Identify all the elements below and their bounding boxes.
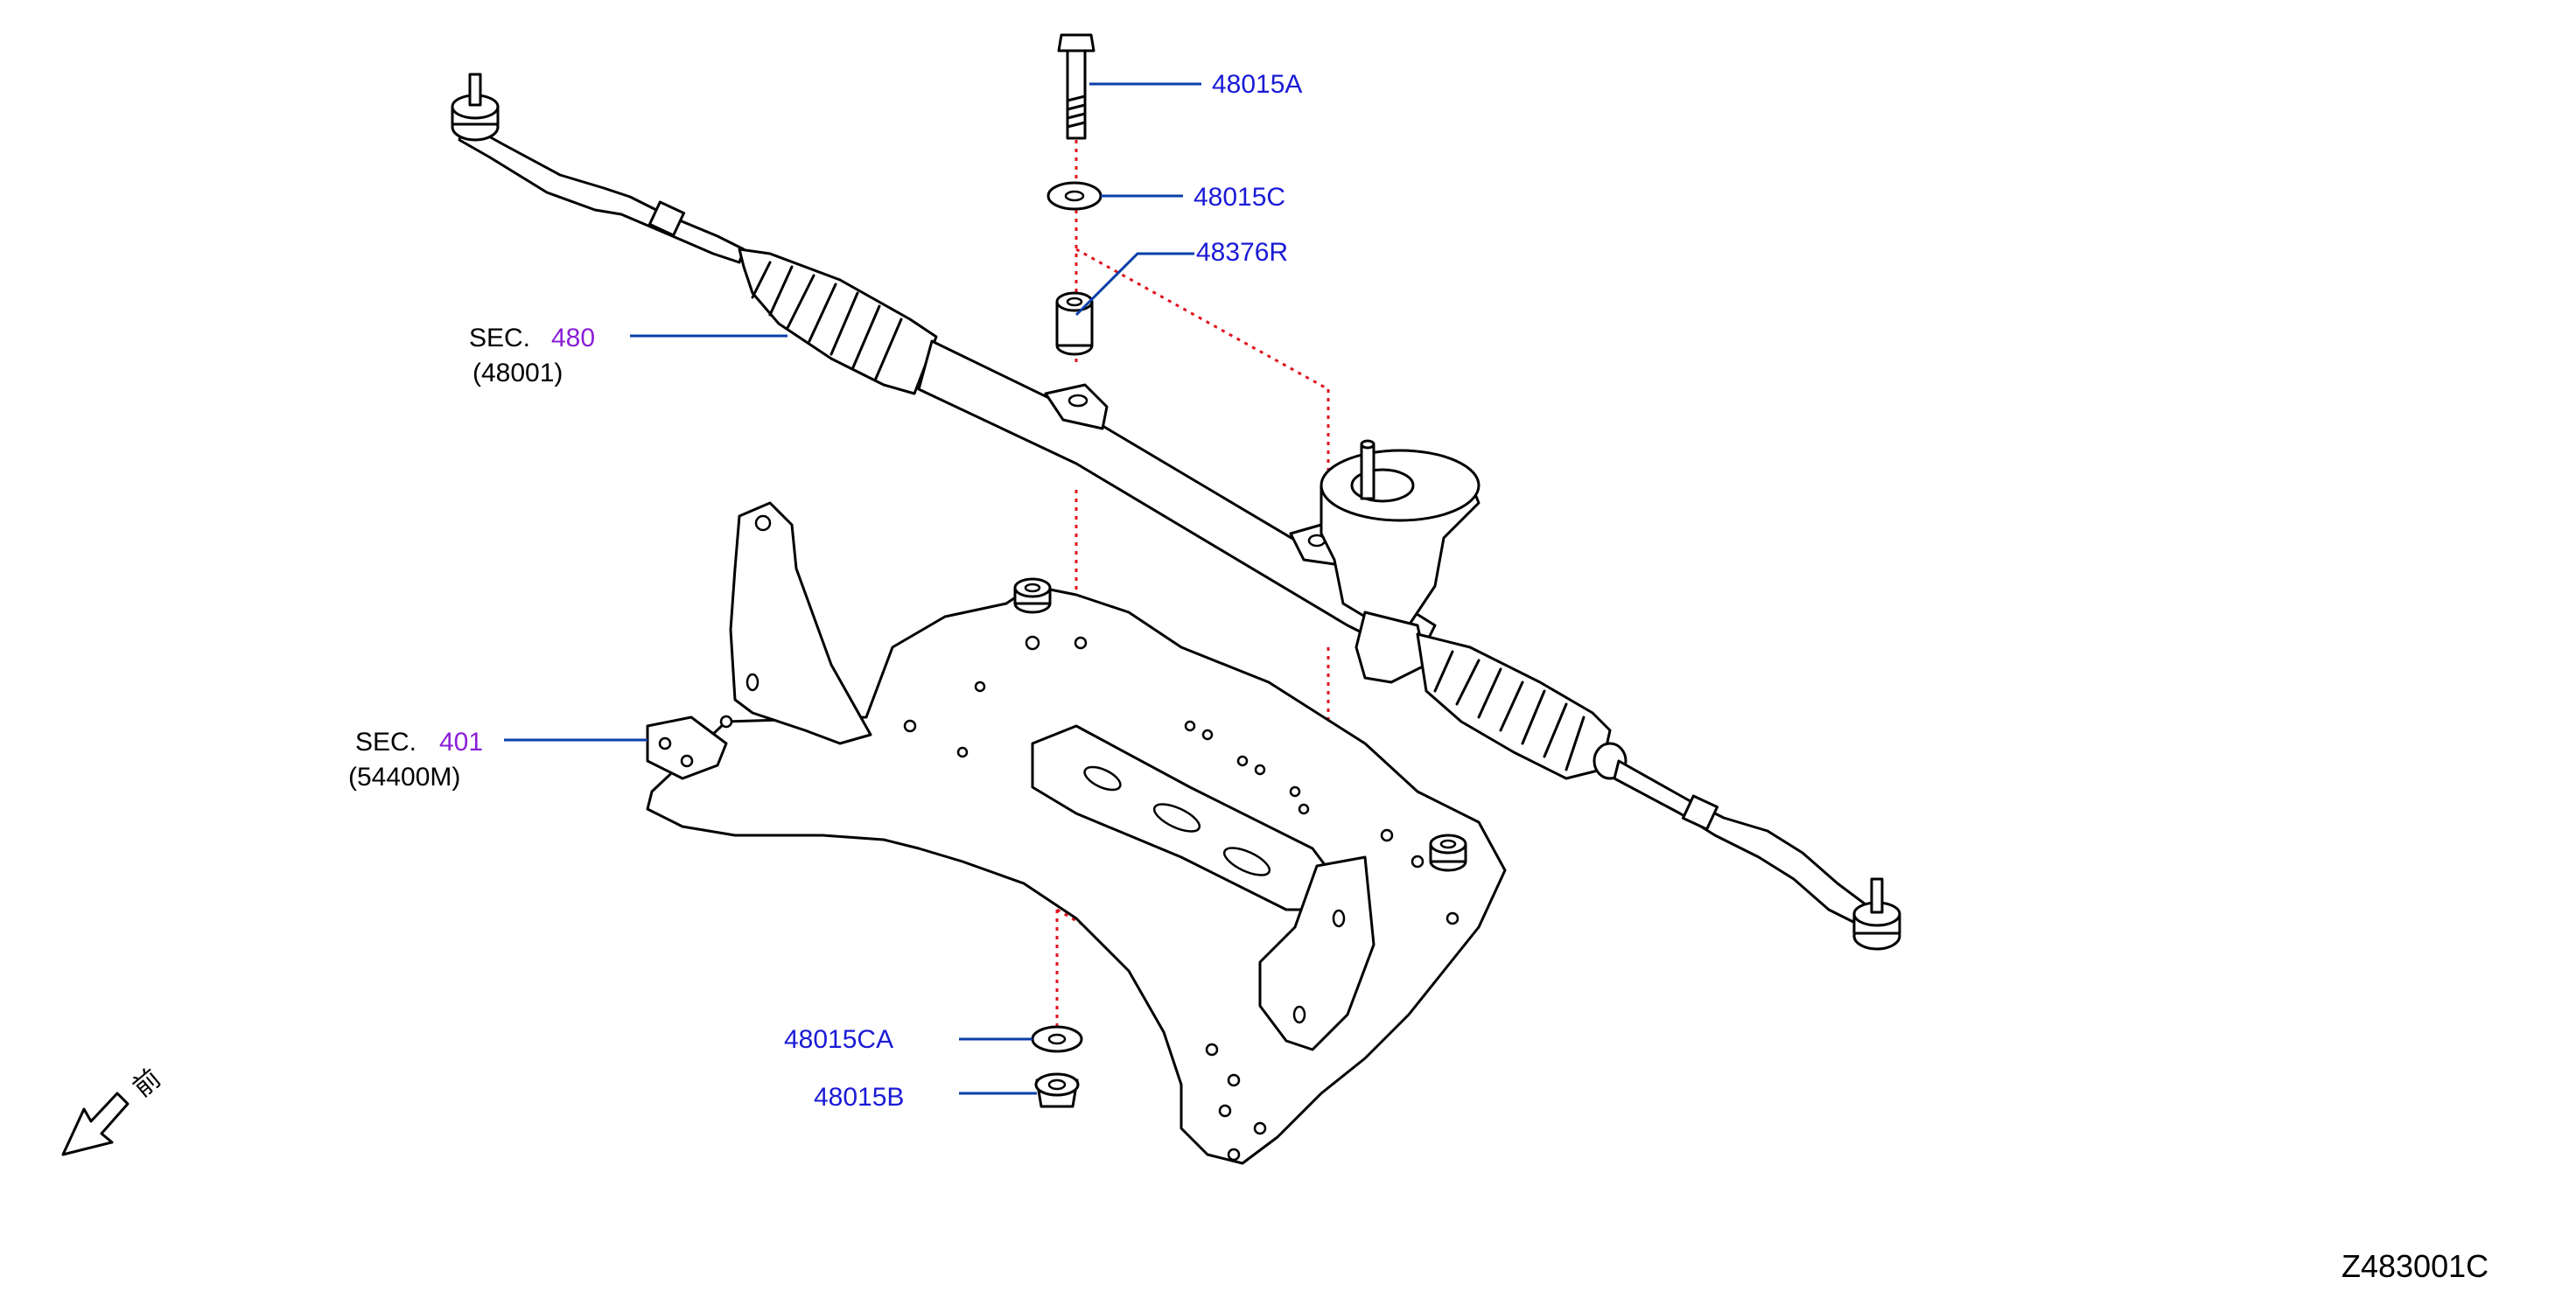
- nut-48015b-shape: [1034, 1072, 1080, 1108]
- collar-48376r-shape: [1055, 291, 1094, 356]
- section-prefix: SEC.: [469, 324, 530, 352]
- part-label-48376r[interactable]: 48376R: [1196, 238, 1288, 267]
- part-label-48015b[interactable]: 48015B: [814, 1083, 904, 1112]
- section-ref-member: SEC. 401 (54400M): [348, 728, 483, 792]
- front-suspension-member: [646, 501, 1507, 1165]
- part-label-48015ca[interactable]: 48015CA: [784, 1025, 893, 1054]
- pinion-housing: [1320, 439, 1480, 684]
- bolt-48015a-shape: [1057, 33, 1096, 140]
- washer-48015ca-shape: [1031, 1025, 1083, 1053]
- section-code-54400m: (54400M): [348, 763, 460, 792]
- alignment-lines: [1055, 140, 1330, 1028]
- section-ref-steering: SEC. 480 (48001): [469, 324, 595, 387]
- member-bushing-left: [1013, 577, 1052, 614]
- diagram-code: Z483001C: [2342, 1248, 2488, 1284]
- section-code-48001: (48001): [472, 359, 563, 387]
- front-label: 前: [128, 1064, 166, 1103]
- part-label-48015c[interactable]: 48015C: [1194, 183, 1285, 212]
- front-direction-indicator: 前: [61, 1064, 166, 1156]
- part-label-48015a[interactable]: 48015A: [1212, 70, 1302, 99]
- front-arrow-icon: [61, 1092, 130, 1156]
- steering-gear-assembly: [451, 73, 1901, 951]
- member-bushing-right: [1429, 834, 1467, 872]
- leader-lines: [504, 82, 1201, 1095]
- section-prefix: SEC.: [355, 728, 416, 757]
- section-number-480[interactable]: 480: [551, 324, 595, 352]
- washer-48015c-shape: [1046, 181, 1102, 211]
- tie-rod-end-right: [1852, 877, 1901, 951]
- section-number-401[interactable]: 401: [439, 728, 483, 757]
- tie-rod-end-left: [451, 73, 500, 142]
